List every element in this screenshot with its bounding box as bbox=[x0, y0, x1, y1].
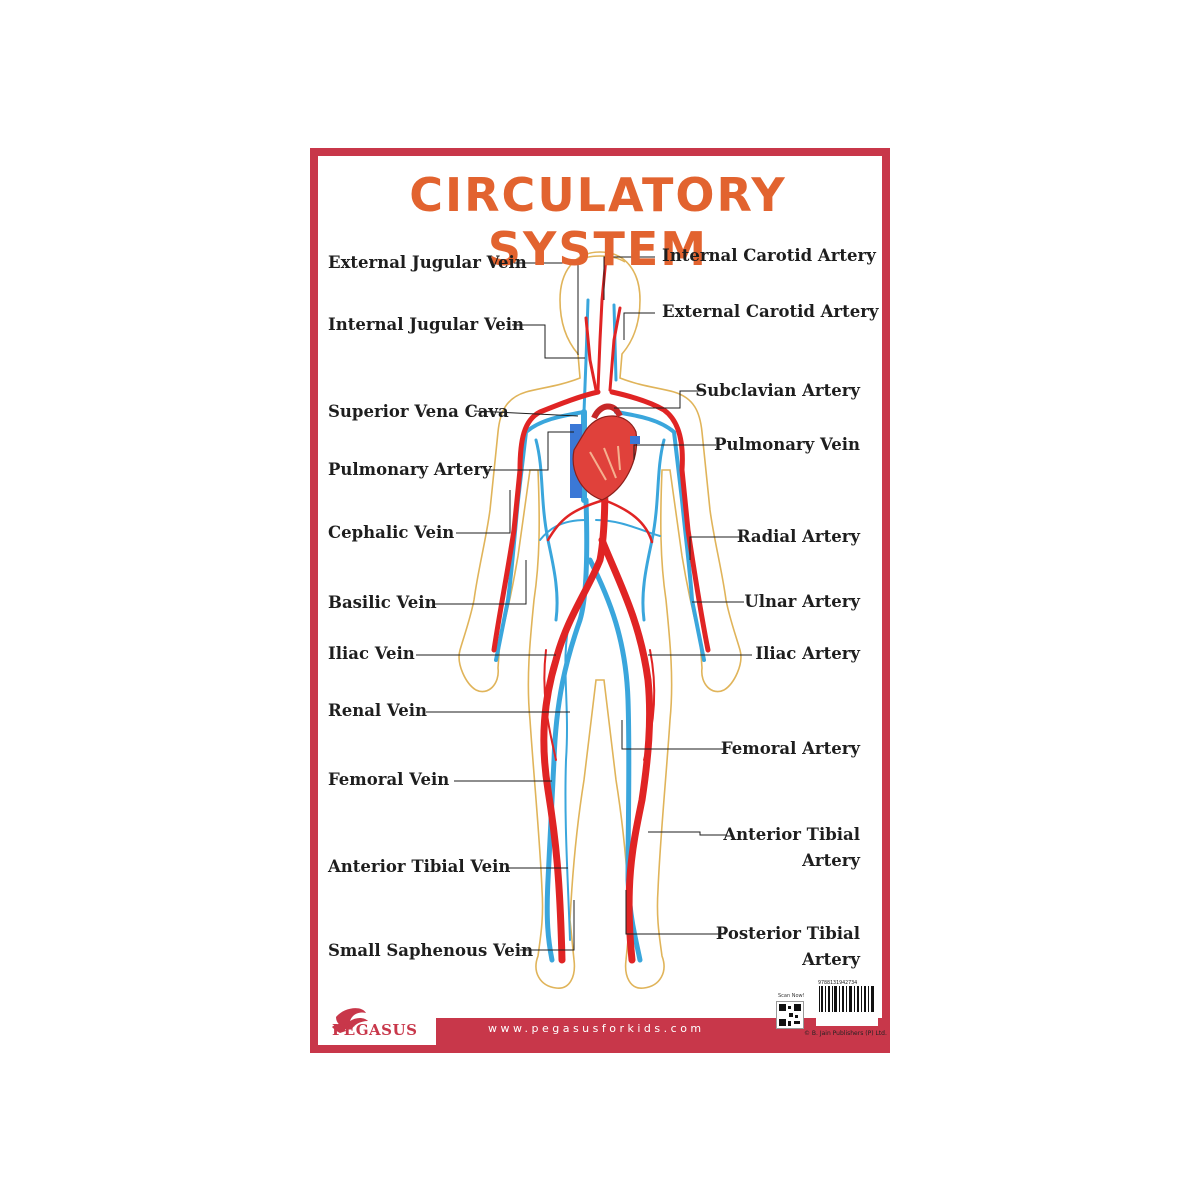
label-renal-vein: Renal Vein bbox=[328, 701, 427, 720]
label-subclavian-artery: Subclavian Artery bbox=[695, 381, 860, 400]
label-basilic-vein: Basilic Vein bbox=[328, 593, 437, 612]
isbn-number: 9788131942734 bbox=[818, 980, 858, 986]
scan-now-text: Scan Now! bbox=[778, 993, 805, 999]
label-posterior-tibial-artery-line2: Artery bbox=[802, 950, 860, 969]
footer-bar bbox=[436, 1018, 882, 1050]
label-radial-artery: Radial Artery bbox=[736, 527, 860, 546]
page-title: CIRCULATORY SYSTEM bbox=[409, 168, 787, 276]
label-posterior-tibial-artery-line1: Posterior Tibial bbox=[715, 924, 860, 943]
label-small-saphenous-vein: Small Saphenous Vein bbox=[328, 941, 534, 960]
label-pulmonary-artery: Pulmonary Artery bbox=[328, 460, 492, 479]
label-femoral-vein: Femoral Vein bbox=[328, 770, 450, 789]
label-external-carotid-artery: External Carotid Artery bbox=[662, 302, 879, 321]
website-url[interactable]: www.pegasusforkids.com bbox=[488, 1022, 705, 1035]
qr-code-icon bbox=[776, 1001, 804, 1029]
copyright-text: © B. Jain Publishers (P) Ltd. bbox=[804, 1030, 887, 1037]
label-iliac-vein: Iliac Vein bbox=[328, 644, 415, 663]
leader-lines bbox=[416, 256, 752, 951]
label-anterior-tibial-artery-line1: Anterior Tibial bbox=[723, 825, 860, 844]
body-outline bbox=[458, 251, 742, 989]
label-pulmonary-vein: Pulmonary Vein bbox=[714, 435, 860, 454]
pegasus-logo-icon bbox=[332, 1008, 368, 1033]
brand-name: PEGASUS bbox=[332, 1021, 418, 1039]
label-ulnar-artery: Ulnar Artery bbox=[744, 592, 860, 611]
label-cephalic-vein: Cephalic Vein bbox=[328, 523, 455, 542]
label-internal-jugular-vein: Internal Jugular Vein bbox=[328, 315, 525, 334]
label-external-jugular-vein: External Jugular Vein bbox=[328, 253, 527, 272]
arteries bbox=[491, 256, 711, 964]
label-internal-carotid-artery: Internal Carotid Artery bbox=[662, 246, 876, 265]
label-superior-vena-cava: Superior Vena Cava bbox=[328, 402, 509, 421]
heart-illustration bbox=[570, 403, 640, 501]
label-femoral-artery: Femoral Artery bbox=[720, 739, 860, 758]
poster-frame bbox=[310, 148, 890, 1053]
label-anterior-tibial-vein: Anterior Tibial Vein bbox=[328, 857, 511, 876]
label-iliac-artery: Iliac Artery bbox=[755, 644, 860, 663]
barcode-icon bbox=[816, 978, 878, 1026]
label-anterior-tibial-artery-line2: Artery bbox=[802, 851, 860, 870]
veins bbox=[494, 298, 706, 963]
